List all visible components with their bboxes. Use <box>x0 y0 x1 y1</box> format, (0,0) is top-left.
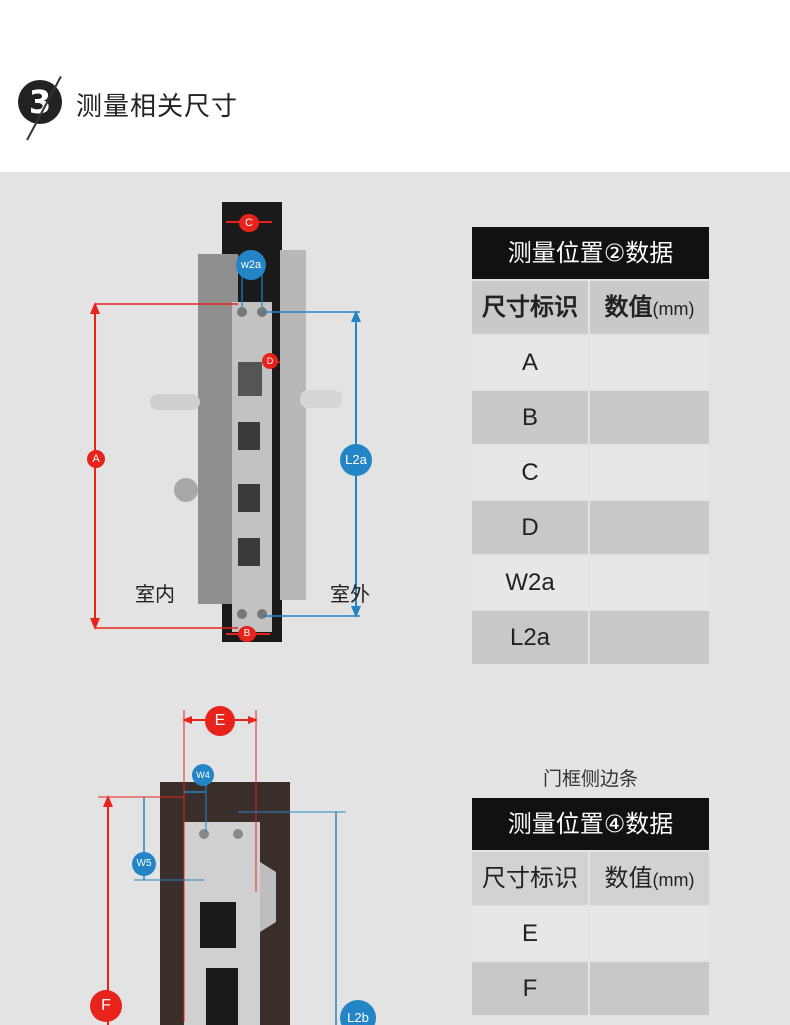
table-row: A <box>472 336 709 389</box>
badge-w4: W4 <box>192 764 214 786</box>
table2-caption: 门框侧边条 <box>542 768 638 790</box>
col-header-value: 数值(mm) <box>590 852 709 905</box>
table-row: E <box>472 907 709 960</box>
lock-diagram-1 <box>90 202 361 642</box>
strike-plate-diagram <box>98 710 346 1025</box>
row-label: F <box>472 962 588 1015</box>
col-header-dimension: 尺寸标识 <box>472 852 588 905</box>
table-row: D <box>472 501 709 554</box>
section-title: 测量相关尺寸 <box>76 92 239 122</box>
table-title: 测量位置④数据 <box>472 798 709 850</box>
value-cell[interactable] <box>590 611 709 664</box>
table-position-2: 测量位置②数据 尺寸标识 数值(mm) A B C D W2a L2a <box>472 227 709 664</box>
thumb-turn <box>174 478 198 502</box>
outer-handle <box>300 390 342 408</box>
col-header-dimension: 尺寸标识 <box>472 281 588 334</box>
section-header: 3 测量相关尺寸 <box>0 0 790 172</box>
badge-f: F <box>90 990 122 1022</box>
value-cell[interactable] <box>590 446 709 499</box>
row-label: A <box>472 336 588 389</box>
badge-e: E <box>205 706 235 736</box>
table-row: W2a <box>472 556 709 609</box>
value-cell[interactable] <box>590 336 709 389</box>
table-row: F <box>472 962 709 1015</box>
badge-b: B <box>238 626 256 642</box>
value-cell[interactable] <box>590 391 709 444</box>
lock-faceplate <box>232 302 272 632</box>
row-label: B <box>472 391 588 444</box>
lock-body <box>198 254 238 604</box>
content-area: C w2a D A L2a B 室内 室外 测量位置②数据 尺寸标识 数值(mm… <box>0 172 790 1025</box>
label-outdoor: 室外 <box>330 582 370 606</box>
table-row: L2a <box>472 611 709 664</box>
row-label: D <box>472 501 588 554</box>
badge-l2b: L2b <box>340 1000 376 1025</box>
table-row: B <box>472 391 709 444</box>
badge-c: C <box>239 214 259 232</box>
value-cell[interactable] <box>590 556 709 609</box>
badge-d: D <box>262 353 278 369</box>
value-cell[interactable] <box>590 501 709 554</box>
row-label: E <box>472 907 588 960</box>
label-indoor: 室内 <box>135 582 175 606</box>
row-label: W2a <box>472 556 588 609</box>
badge-w5: W5 <box>132 852 156 876</box>
row-label: L2a <box>472 611 588 664</box>
table-position-4: 测量位置④数据 尺寸标识 数值(mm) E F <box>472 798 709 1015</box>
col-header-value: 数值(mm) <box>590 281 709 334</box>
badge-w2a: w2a <box>236 250 266 280</box>
row-label: C <box>472 446 588 499</box>
inner-handle <box>150 394 200 410</box>
table-header-row: 尺寸标识 数值(mm) <box>472 281 709 334</box>
table-header-row: 尺寸标识 数值(mm) <box>472 852 709 905</box>
value-cell[interactable] <box>590 962 709 1015</box>
value-cell[interactable] <box>590 907 709 960</box>
table-title: 测量位置②数据 <box>472 227 709 279</box>
table-row: C <box>472 446 709 499</box>
badge-a: A <box>87 450 105 468</box>
badge-l2a: L2a <box>340 444 372 476</box>
